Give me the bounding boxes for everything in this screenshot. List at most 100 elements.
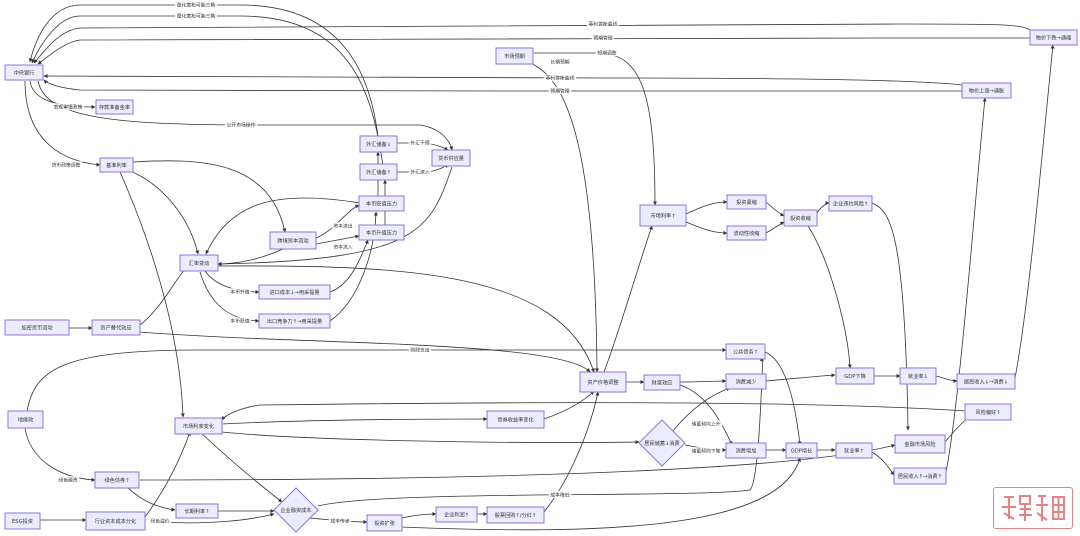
node-shape — [956, 373, 1016, 390]
node-shape — [638, 419, 686, 467]
node-label: 金融市场风险 — [904, 440, 936, 448]
node-invest-down: 投资紧缩 — [726, 194, 767, 210]
edge-pressure-to-exchange — [205, 197, 361, 255]
node-shape — [894, 434, 946, 454]
node-shape — [358, 224, 405, 241]
node-long-rate: 长期利率↑ — [175, 503, 219, 519]
seal-glyph-icon — [1002, 495, 1065, 521]
edge-invexp-to-gdpup — [401, 457, 801, 531]
node-wealth-effect: 财富效应 — [643, 374, 681, 391]
edge-mrc-to-corpfin — [199, 431, 283, 503]
node-fx-inter2: 外汇储备↑ — [359, 163, 398, 181]
edge-mrate-to-invest — [685, 200, 728, 215]
edge-liq-to-price — [765, 221, 785, 234]
edge-risk-to-mrc — [221, 402, 966, 421]
edge-empl-to-income — [935, 375, 958, 383]
edge-subst-to-exchange — [139, 267, 187, 326]
edge-label-bg — [174, 1, 218, 9]
edge-label-text: 公开市场操作 — [227, 122, 256, 129]
edge-label-text: 本币升值 — [230, 289, 249, 296]
node-geo: 地缘政 — [7, 410, 44, 429]
node-green-bond: 绿色债券↑ — [94, 471, 140, 489]
node-shape — [258, 284, 331, 300]
edge-label-text: 绿色融资 — [58, 477, 77, 484]
edge-label-bg — [595, 49, 619, 57]
edge-corpfin-to-debt — [317, 357, 764, 507]
node-shape — [726, 194, 767, 210]
edge-label-text: 绿色溢价 — [150, 518, 169, 525]
node-label: 中央银行 — [14, 68, 35, 76]
node-shape — [174, 417, 223, 435]
edge-mrate-to-liquidity — [685, 221, 728, 235]
edge-label-text: 储蓄倾向上升 — [692, 421, 721, 428]
node-label: 企业融资成本 — [280, 506, 311, 514]
edge-label-e2: 量化宽松可能三角 — [174, 12, 218, 20]
edge-label-text: 货币政策调整 — [52, 162, 81, 169]
node-shape — [726, 225, 767, 241]
node-label: 货币供应量 — [438, 154, 464, 162]
node-price-down: 物价下跌→通缩 — [1029, 29, 1078, 46]
edge-label-text: 短期调整 — [597, 50, 616, 57]
edge-conf-to-consdown — [671, 387, 731, 433]
node-asset-price: 资产价格调整 — [579, 371, 627, 393]
edge-label-text: 量化宽松可能三角 — [177, 13, 216, 20]
edge-label-e3: 菲利普斯曲线 — [586, 20, 620, 28]
edge-label-text: 量化宽松可能三角 — [177, 2, 216, 9]
node-shape — [893, 467, 947, 485]
node-shape — [783, 209, 818, 227]
node-label: 外汇储备↓ — [366, 140, 391, 148]
node-label: 本币贬值压力 — [366, 199, 397, 207]
edge-exchange-to-export — [199, 271, 260, 323]
node-label: 企业违约风险↑ — [833, 199, 868, 207]
edge-label-e18: 财政支出 — [408, 346, 432, 354]
node-label: 股票回购↑/分红↑ — [495, 511, 537, 519]
edge-green-to-longrate — [124, 484, 176, 512]
node-label: 消费减少 — [736, 377, 757, 385]
edge-mrc-to-confidence — [221, 431, 640, 445]
edge-label-text: 外汇流入 — [410, 169, 429, 176]
edge-label-e1: 量化宽松可能三角 — [174, 1, 218, 9]
node-shape — [85, 511, 146, 531]
edge-industry-to-mrc — [144, 431, 191, 518]
edge-capital-to-pressure — [315, 204, 360, 239]
edge-label-e14: 资本流出 — [331, 222, 355, 230]
node-fx-market: 货币供应量 — [431, 149, 471, 167]
edge-label-text: 菲利普斯曲线 — [546, 75, 575, 82]
node-label: GDP增长 — [791, 446, 813, 454]
edge-label-e12: 外汇干预 — [408, 139, 432, 147]
node-label: 投资扩张 — [374, 519, 396, 527]
edge-debt-to-gdpup — [764, 351, 802, 446]
node-currency-pressure: 本币贬值压力 — [358, 195, 405, 212]
edge-label-bg — [586, 20, 620, 28]
edge-label-bg — [331, 243, 355, 251]
edge-fx1-to-central — [28, 4, 379, 138]
edge-label-text: 成本降低 — [550, 492, 569, 499]
node-label: 债券收益率变化 — [497, 415, 533, 423]
edge-label-bg — [543, 74, 577, 82]
edge-price-to-corp — [816, 201, 830, 214]
node-consume-down: 消费减少 — [725, 373, 767, 390]
node-label: 长期利率↑ — [184, 507, 209, 515]
edge-income2-to-priceup — [945, 97, 987, 473]
node-shape — [495, 47, 534, 65]
node-shape — [835, 442, 873, 459]
node-label: 资产替代效应 — [100, 323, 131, 331]
node-employ-down: 就业率↓ — [899, 367, 937, 385]
node-reserve-rate: 存款准备金率 — [95, 99, 134, 115]
node-export-comp: 出口竞争力↑→用采提量 — [258, 313, 331, 329]
edge-label-e24: 成本降低 — [548, 491, 572, 499]
edge-exchange-to-asset — [217, 265, 595, 373]
node-label: 出口竞争力↑→用采提量 — [267, 317, 322, 325]
edge-base-to-exchange — [127, 169, 200, 255]
node-income-down: 居民收入↑→消费↑ — [893, 467, 947, 485]
node-total-market: 金融市场风险 — [894, 434, 946, 454]
node-label: 企业利润↑ — [444, 510, 469, 518]
node-label: 地缘政 — [18, 415, 34, 423]
node-shape — [179, 254, 219, 272]
edge-capital-to-exchange — [217, 247, 286, 266]
edge-label-bg — [548, 58, 572, 66]
node-shape — [725, 442, 767, 459]
edge-label-e8: 预期管理 — [548, 87, 572, 95]
edge-geo-to-debt — [26, 348, 727, 412]
